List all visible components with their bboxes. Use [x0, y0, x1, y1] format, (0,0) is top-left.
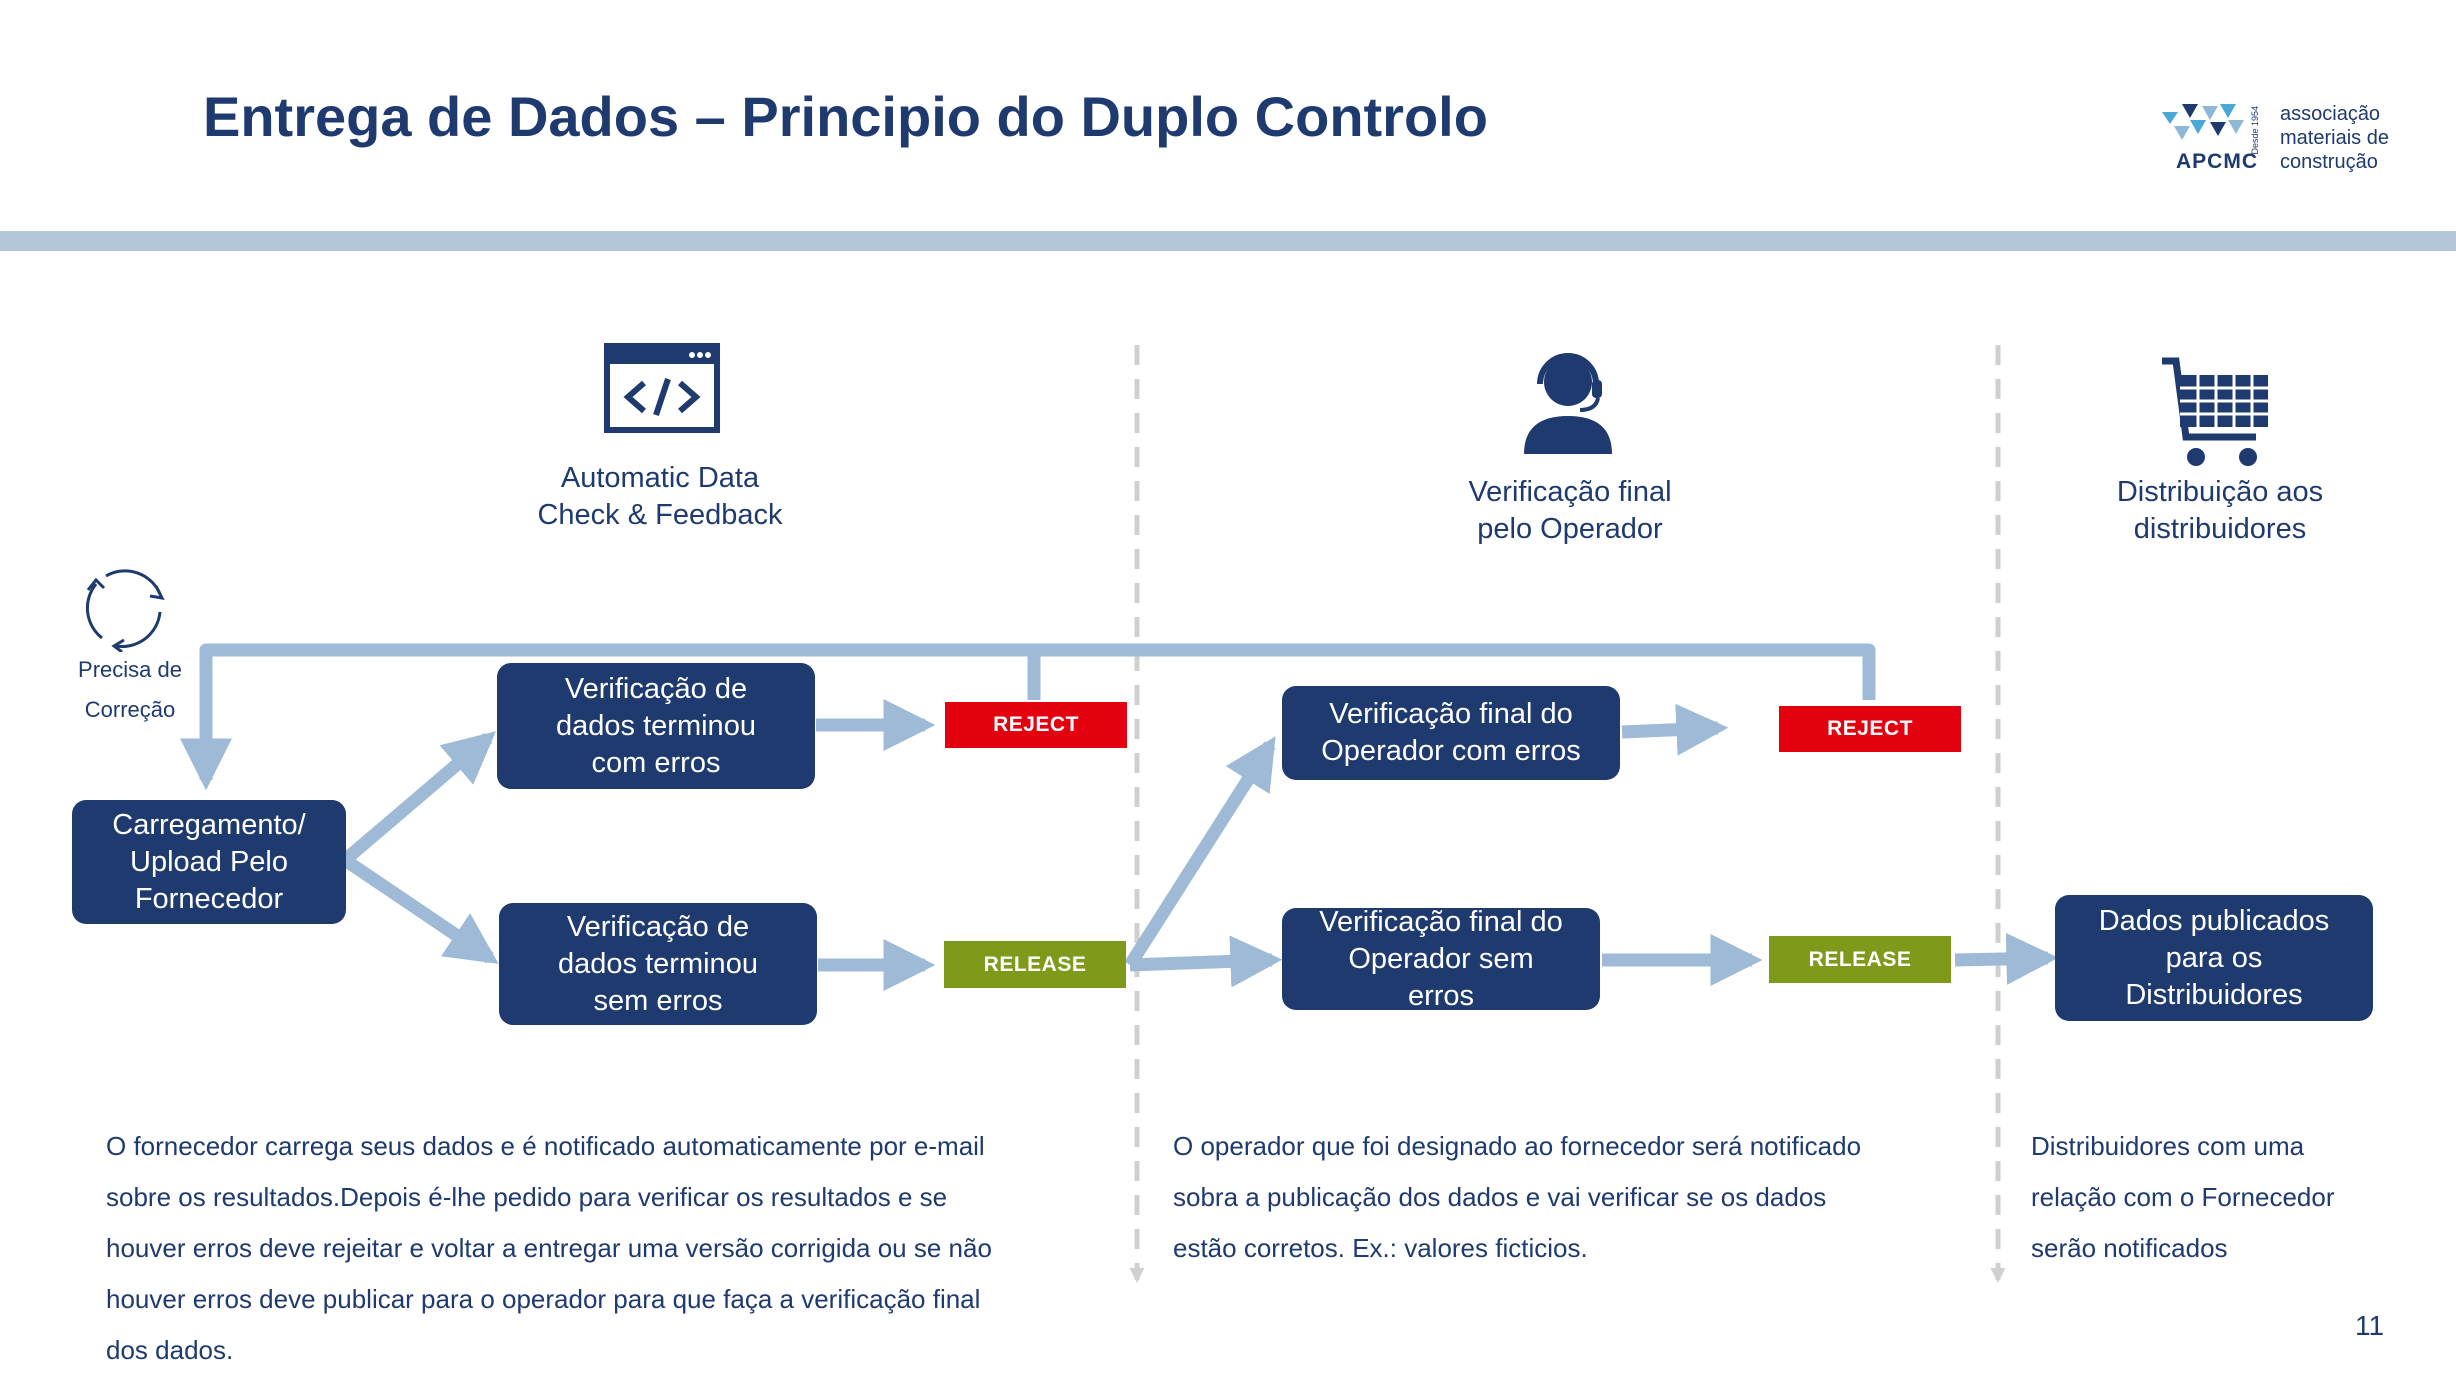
description-line: relação com o Fornecedor [2031, 1182, 2335, 1212]
label-line: Precisa de [78, 657, 182, 682]
release-tag: RELEASE [1769, 936, 1951, 983]
logo-brand: APCMC [2176, 150, 2258, 173]
arrow-operator-errors-to-reject [1621, 703, 1729, 756]
node-check-ok: Verificação de dados terminou sem erros [499, 903, 817, 1025]
operator-check-label: Verificação final pelo Operador [1370, 474, 1770, 548]
automatic-check-label: Automatic Data Check & Feedback [470, 460, 850, 534]
description-line: O fornecedor carrega seus dados e é noti… [106, 1131, 985, 1161]
supplier-description: O fornecedor carrega seus dados e é noti… [106, 1121, 1146, 1376]
node-line: Operador com erros [1321, 735, 1581, 767]
operator-description: O operador que foi designado ao forneced… [1173, 1121, 1973, 1274]
description-line: dos dados. [106, 1335, 234, 1365]
arrow-upload-to-errors [340, 731, 496, 865]
node-line: dados terminou [556, 709, 756, 742]
description-line: serão notificados [2031, 1233, 2228, 1263]
label-line: Verificação final [1468, 476, 1672, 508]
node-line: com erros [591, 746, 721, 779]
logo-text: associação materiais de construção [2280, 102, 2389, 174]
label-line: pelo Operador [1477, 513, 1663, 545]
description-line: estão corretos. Ex.: valores ficticios. [1173, 1233, 1588, 1263]
node-line: dados terminou [558, 947, 758, 980]
node-line: Distribuidores [2125, 978, 2303, 1011]
logo-line: associação [2280, 103, 2381, 125]
node-line: Operador sem [1348, 942, 1534, 975]
node-upload: Carregamento/ Upload Pelo Fornecedor [72, 800, 346, 924]
header-divider-bar [0, 231, 2456, 251]
arrow-release-to-operator-ok [1129, 935, 1283, 988]
node-operator-ok: Verificação final do Operador sem erros [1282, 906, 1600, 1012]
reject-tag: REJECT [945, 702, 1127, 748]
label-line: Check & Feedback [537, 499, 783, 531]
logo-line: construção [2280, 151, 2378, 173]
node-line: Verificação final do [1319, 905, 1563, 938]
description-line: O operador que foi designado ao forneced… [1173, 1131, 1862, 1161]
node-line: erros [1407, 979, 1475, 1012]
logo-mark-icon [2162, 104, 2244, 140]
node-check-errors: Verificação de dados terminou com erros [497, 663, 815, 789]
node-published: Dados publicados para os Distribuidores [2055, 895, 2373, 1021]
reject-tag: REJECT [1779, 706, 1961, 752]
arrow-release-to-operator-errors [1124, 736, 1276, 969]
distributors-description: Distribuidores com uma relação com o For… [2031, 1121, 2431, 1274]
node-line: Upload Pelo [130, 845, 288, 878]
description-line: sobre os resultados.Depois é-lhe pedido … [106, 1182, 948, 1212]
distribution-label: Distribuição aos distribuidores [2040, 474, 2400, 548]
label-line: Distribuição aos [2116, 476, 2324, 508]
node-line: Fornecedor [134, 882, 284, 915]
label-line: distribuidores [2133, 513, 2307, 545]
shopping-cart-icon [2162, 357, 2268, 466]
label-line: Automatic Data [560, 462, 760, 494]
operator-headset-icon [1524, 353, 1612, 454]
code-window-icon [604, 343, 720, 433]
description-line: Distribuidores com uma [2031, 1131, 2305, 1161]
description-line: sobra a publicação dos dados e vai verif… [1173, 1182, 1827, 1212]
node-operator-errors: Verificação final do Operador com erros [1282, 686, 1620, 780]
description-line: houver erros deve rejeitar e voltar a en… [106, 1233, 992, 1263]
arrow-upload-to-ok [341, 854, 499, 964]
page-title: Entrega de Dados – Principio do Duplo Co… [203, 85, 1488, 148]
node-line: sem erros [593, 984, 723, 1017]
node-line: Verificação final do [1329, 698, 1573, 730]
arrow-release-to-published [1954, 932, 2059, 985]
release-tag: RELEASE [944, 941, 1126, 988]
description-line: houver erros deve publicar para o operad… [106, 1284, 981, 1314]
cycle-arrows-icon [85, 569, 165, 652]
page-number: 11 [2355, 1310, 2385, 1341]
node-line: Carregamento/ [112, 808, 306, 841]
node-line: Dados publicados [2098, 904, 2330, 937]
node-line: Verificação de [566, 910, 750, 943]
logo-line: materiais de [2280, 127, 2389, 149]
node-line: para os [2165, 941, 2263, 974]
label-line: Correção [84, 697, 176, 722]
correction-label: Precisa de Correção [50, 650, 210, 730]
node-line: Verificação de [564, 672, 748, 705]
